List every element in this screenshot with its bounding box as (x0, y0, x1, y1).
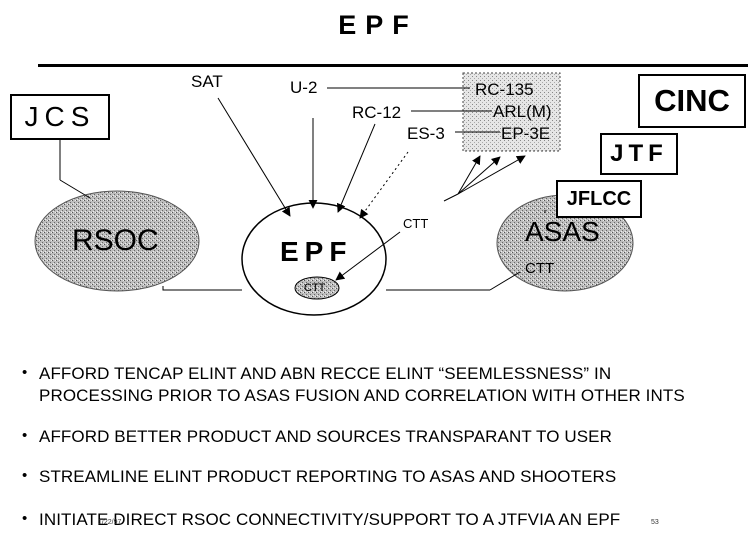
rc135-label: RC-135 (475, 80, 534, 99)
bullet-dot: • (22, 467, 28, 484)
bullet-dot: • (22, 364, 28, 381)
bullet-text: AFFORD TENCAP ELINT AND ABN RECCE ELINT … (39, 364, 612, 383)
cinc-box: CINC (638, 74, 746, 128)
u2-label: U-2 (290, 78, 318, 97)
epf-label: EPF (280, 236, 353, 267)
sat-arrow (217, 97, 291, 217)
page-title: EPF (338, 10, 418, 40)
bullet-text: STREAMLINE ELINT PRODUCT REPORTING TO AS… (39, 467, 617, 486)
rsoc-label: RSOC (72, 224, 159, 257)
ctt-arrow-2 (457, 156, 501, 195)
arl-label: ARL(M) (493, 102, 552, 121)
epf-ctt-node (294, 276, 340, 300)
ctt-link-label: CTT (403, 216, 429, 231)
epf-ctt-label: CTT (304, 282, 326, 294)
footer-date: 1/22/97 (98, 519, 122, 526)
bullet-text: PROCESSING PRIOR TO ASAS FUSION AND CORR… (39, 386, 685, 405)
bullet-text: AFFORD BETTER PRODUCT AND SOURCES TRANSP… (39, 427, 612, 446)
footer-page-number: 53 (651, 519, 659, 526)
asas-ctt-label: CTT (525, 260, 555, 277)
bullet-dot: • (22, 427, 28, 444)
jflcc-box: JFLCC (556, 180, 642, 218)
rc12-arrow (336, 123, 376, 213)
asas-label: ASAS (525, 216, 600, 247)
ctt-link-line (335, 231, 401, 281)
bullet-dot: • (22, 510, 28, 527)
rsoc-node (34, 190, 200, 292)
title-rule (38, 64, 748, 67)
rsoc-epf-line (162, 286, 242, 291)
bullet-text: INITIATE DIRECT RSOC CONNECTIVITY/SUPPOR… (39, 510, 621, 529)
ctt-arrow-3 (457, 155, 526, 195)
es3-label: ES-3 (407, 124, 445, 143)
jcs-box: JCS (10, 94, 110, 140)
platform-cluster-box (462, 72, 561, 152)
sat-label: SAT (191, 72, 223, 91)
jtf-box: JTF (600, 133, 678, 175)
rc12-label: RC-12 (352, 103, 402, 122)
ctt-arrow-1 (457, 155, 481, 195)
es3-arrow (359, 151, 409, 219)
ep3e-label: EP-3E (501, 124, 551, 143)
